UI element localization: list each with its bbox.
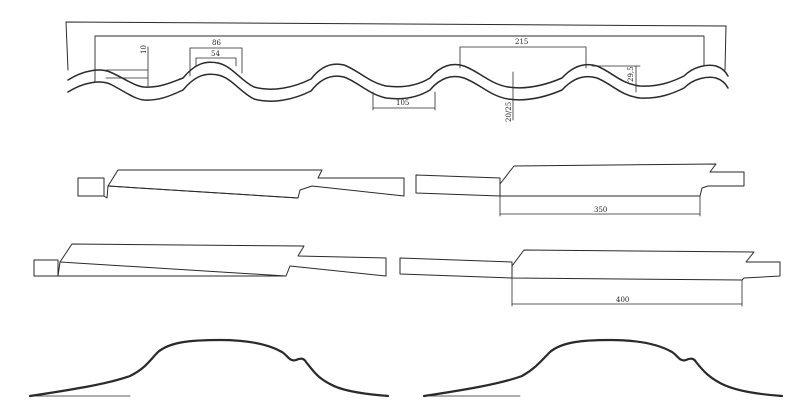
sheet-view-row-1-right: 350	[415, 163, 745, 217]
dim-86-line	[189, 47, 243, 77]
dim-350-label: 350	[594, 206, 607, 214]
sheet-view-row-1-left	[77, 169, 405, 199]
dim-29-5-label: 29,5	[627, 66, 635, 82]
overall-width-frame	[65, 21, 727, 71]
dim-10-line	[105, 46, 149, 87]
sheet-view-row-2-left	[33, 243, 387, 277]
dim-400-label: 400	[616, 296, 629, 304]
dim-20-25-label: 20/25	[505, 102, 513, 122]
profile-bottom-face	[67, 73, 729, 102]
dim-10-label: 10	[140, 45, 148, 54]
dim-215-line	[459, 46, 587, 69]
profile-top-face	[67, 61, 729, 90]
arch-profile-right	[422, 338, 784, 398]
dim-215-label: 215	[515, 38, 528, 46]
dim-105-label: 105	[396, 99, 409, 107]
dim-54-line	[195, 57, 237, 67]
dim-86-label: 86	[212, 39, 221, 47]
inner-width-line	[94, 35, 705, 83]
sheet-view-row-2-right: 400	[399, 249, 781, 307]
dim-54-label: 54	[211, 50, 220, 58]
arch-profile-left	[28, 338, 390, 398]
tile-profile-section: 10 86 54 215 29,5 105 20/25	[65, 21, 729, 122]
dim-29-5-line	[591, 65, 641, 93]
dim-105-line	[372, 91, 436, 111]
